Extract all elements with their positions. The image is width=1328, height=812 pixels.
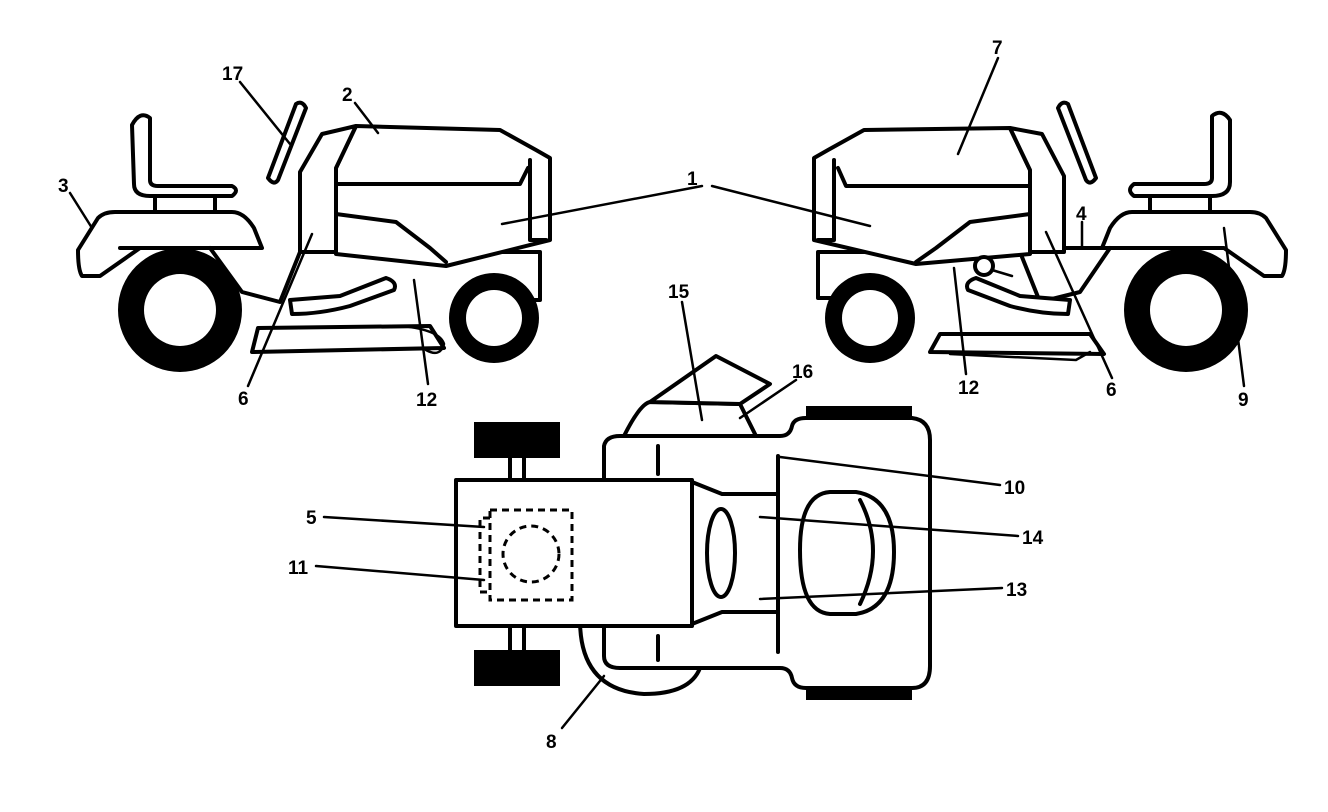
left-steering-wheel [266,100,308,185]
leader-10 [778,455,1002,487]
callout-6-right: 6 [1106,380,1117,401]
callout-14: 14 [1022,528,1044,549]
top-view [454,354,932,700]
callout-1: 1 [687,169,698,190]
left-pedal [288,276,397,316]
leader-8 [560,674,606,730]
callout-3: 3 [58,176,69,197]
left-hood [334,124,552,268]
left-seat-base [153,194,217,214]
leader-5 [322,515,486,529]
top-front-wheel-lower [474,650,560,686]
right-pedal [965,276,1072,316]
leader-11 [314,564,486,582]
top-chute-deflector [648,354,772,406]
callout-8: 8 [546,732,557,753]
leader-lines [68,56,1246,730]
right-rear-fender [1100,210,1288,278]
callout-7: 7 [992,38,1003,59]
top-front-wheel-upper [474,422,560,458]
top-steering-wheel [705,507,737,599]
right-steering-column [1008,126,1066,254]
callout-9: 9 [1238,390,1249,411]
right-hood [812,126,1032,266]
leader-15 [680,300,704,422]
callout-4: 4 [1076,204,1087,225]
right-seat-base [1148,194,1212,214]
left-rear-fender [76,210,264,278]
left-mower-deck [250,324,446,354]
leader-17 [238,80,292,146]
right-side-view [812,100,1288,372]
callout-6-left: 6 [238,389,249,410]
top-discharge-chute [622,400,758,438]
callout-15: 15 [668,282,690,303]
right-seat-back [1128,110,1232,198]
leader-9 [1222,226,1246,388]
leader-7 [956,56,1000,156]
callout-10: 10 [1004,478,1025,499]
left-seat-back [130,113,238,198]
leader-3 [68,191,94,230]
left-side-view [76,100,552,372]
leader-13 [758,586,1004,601]
leader-1-left [500,184,704,226]
leader-14 [758,515,1020,538]
callout-12-left: 12 [416,390,437,411]
leader-6-right [1044,230,1114,380]
leader-12-right [952,266,968,376]
callout-16: 16 [792,362,813,383]
callout-labels: 1 2 3 4 5 6 6 7 8 9 10 11 12 12 13 14 15… [58,38,1249,753]
right-mower-deck [928,332,1106,356]
leader-6-left [246,232,314,388]
top-hood [454,478,694,628]
top-battery-outline [488,508,574,602]
leader-16 [738,378,798,420]
callout-13: 13 [1006,580,1027,601]
right-steering-wheel [1056,100,1098,185]
callout-2: 2 [342,85,353,106]
right-ignition-key-icon [973,255,995,277]
left-steering-column [298,124,358,254]
callout-11: 11 [288,558,309,579]
leader-2 [353,101,380,135]
leader-1-right [710,184,872,228]
callout-17: 17 [222,64,243,85]
callout-12-right: 12 [958,378,979,399]
callout-5: 5 [306,508,317,529]
leader-12-left [412,278,430,386]
